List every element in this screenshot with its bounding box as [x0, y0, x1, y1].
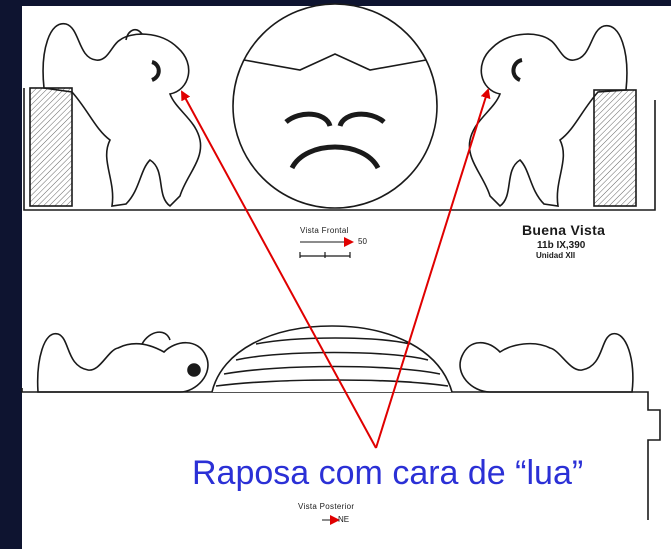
back-fox-eye — [187, 363, 201, 377]
left-fox-body — [42, 22, 202, 208]
moon-face-eye-left — [284, 111, 333, 128]
dark-border-left — [0, 0, 22, 549]
right-fox-eye — [511, 58, 523, 82]
site-unit: Unidad XII — [536, 251, 576, 260]
left-pillar — [29, 87, 73, 207]
moon-face-eye-right — [337, 111, 386, 128]
arrow-to-left-fox — [181, 90, 377, 449]
moon-face-brow — [243, 53, 427, 71]
moon-face-mouth — [289, 144, 381, 170]
dome-stripe-4 — [255, 337, 411, 345]
right-pillar — [593, 89, 637, 207]
back-left-figure — [36, 333, 209, 393]
site-code: 11b IX,390 — [537, 240, 586, 251]
front-scale-bar — [299, 252, 351, 258]
back-left-fox-ear — [141, 331, 171, 345]
site-name: Buena Vista — [522, 222, 606, 238]
front-view — [23, 3, 656, 258]
right-fox-body — [468, 24, 628, 208]
back-right-figure — [459, 333, 634, 393]
dome-stripe-1 — [235, 351, 429, 361]
left-fox-eye — [151, 60, 161, 82]
moon-face — [232, 3, 438, 209]
front-scale-label: 50 — [358, 237, 367, 246]
left-fox-ear — [125, 28, 143, 41]
back-view-label: Vista Posterior — [298, 502, 355, 511]
annotation-caption: Raposa com cara de “lua” — [192, 454, 584, 492]
arrow-to-right-fox — [375, 88, 491, 449]
dark-border-top — [0, 0, 671, 6]
back-view — [21, 325, 661, 525]
dome-stripe-3 — [215, 379, 449, 387]
back-direction-label: NE — [338, 515, 350, 524]
back-dome — [211, 325, 453, 393]
pointer-arrows — [181, 88, 491, 449]
front-view-label: Vista Frontal — [300, 226, 349, 235]
dome-stripe-2 — [223, 365, 441, 375]
front-base — [23, 88, 656, 211]
